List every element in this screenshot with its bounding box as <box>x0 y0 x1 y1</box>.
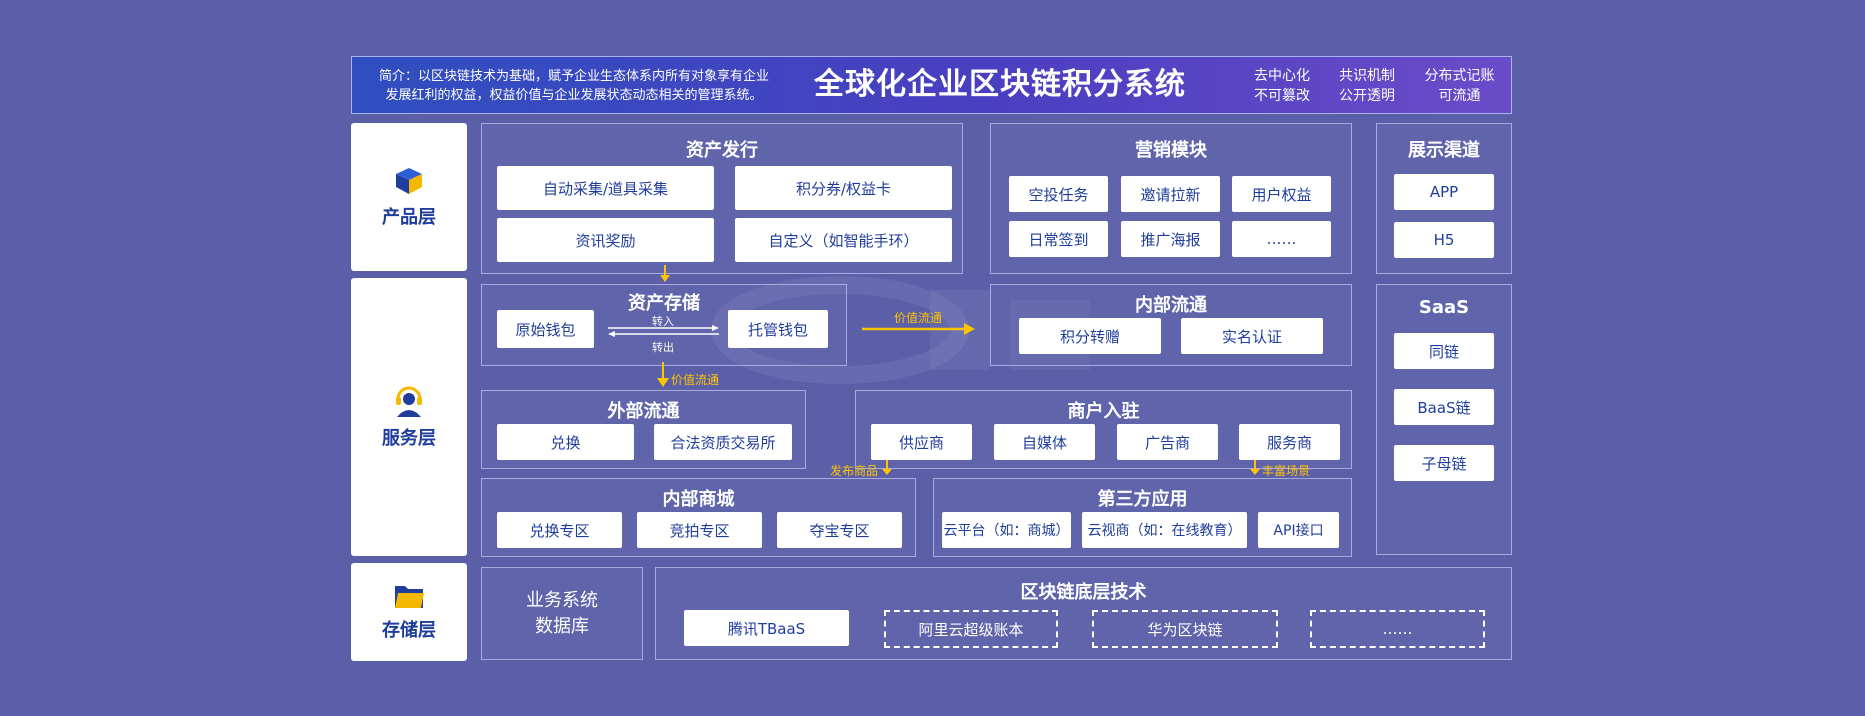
display-channels-panel: 展示渠道 APP H5 <box>1376 123 1512 274</box>
intro-line-1: 简介：以区块链技术为基础，赋予企业生态体系内所有对象享有企业 <box>378 69 769 84</box>
blockchain-base-panel: 区块链底层技术 腾讯TBaaS 阿里云超级账本 华为区块链 …… <box>655 567 1512 660</box>
storage-layer-label: 存储层 <box>382 620 436 641</box>
external-circulation-title: 外部流通 <box>607 401 680 422</box>
baas-chain-item: BaaS链 <box>1394 389 1494 425</box>
storage-layer: 存储层 <box>351 563 467 661</box>
feature-tag-decentralized: 去中心化 不可篡改 <box>1254 68 1310 104</box>
points-gift-item: 积分转赠 <box>1019 318 1161 354</box>
folder-icon <box>395 586 424 608</box>
transfer-out-label: 转出 <box>652 341 674 354</box>
supplier-item: 供应商 <box>871 424 972 460</box>
internal-mall-title: 内部商城 <box>662 489 735 510</box>
cloud-video-item: 云视商（如：在线教育） <box>1082 512 1247 548</box>
marketing-title: 营销模块 <box>1135 140 1207 161</box>
internal-circulation-title: 内部流通 <box>1135 295 1207 316</box>
merchant-panel: 商户入驻 供应商 自媒体 广告商 服务商 <box>855 390 1352 469</box>
external-circulation-panel: 外部流通 兑换 合法资质交易所 <box>481 390 806 469</box>
treasure-zone-item: 夺宝专区 <box>777 512 902 548</box>
real-name-auth-item: 实名认证 <box>1181 318 1323 354</box>
internal-circulation-panel: 内部流通 积分转赠 实名认证 <box>990 284 1352 366</box>
auto-collect-item: 自动采集/道具采集 <box>497 166 714 210</box>
huawei-blockchain-item: 华为区块链 <box>1092 610 1278 648</box>
original-wallet-item: 原始钱包 <box>497 310 594 348</box>
product-layer: 产品层 <box>351 123 467 271</box>
news-reward-item: 资讯奖励 <box>497 218 714 262</box>
intro-text: 简介：以区块链技术为基础，赋予企业生态体系内所有对象享有企业 发展红利的权益，权… <box>364 67 784 105</box>
user-rights-item: 用户权益 <box>1232 176 1331 212</box>
self-media-item: 自媒体 <box>994 424 1095 460</box>
daily-checkin-item: 日常签到 <box>1009 221 1108 257</box>
value-flow-label: 价值流通 <box>894 311 943 325</box>
product-layer-label: 产品层 <box>382 207 436 228</box>
promo-poster-item: 推广海报 <box>1121 221 1220 257</box>
asset-issue-title: 资产发行 <box>686 140 758 161</box>
blockchain-base-title: 区块链底层技术 <box>1020 582 1147 603</box>
advertiser-item: 广告商 <box>1117 424 1218 460</box>
page-title: 全球化企业区块链积分系统 <box>814 67 1186 102</box>
marketing-panel: 营销模块 空投任务 邀请拉新 用户权益 日常签到 推广海报 …… <box>990 123 1352 274</box>
more-marketing-item: …… <box>1232 221 1331 257</box>
publish-goods-label: 发布商品 <box>830 464 879 478</box>
custody-wallet-item: 托管钱包 <box>728 310 828 348</box>
header-banner: 简介：以区块链技术为基础，赋予企业生态体系内所有对象享有企业 发展红利的权益，权… <box>351 56 1512 114</box>
customer-service-icon <box>396 386 422 417</box>
asset-issue-panel: 资产发行 自动采集/道具采集 积分券/权益卡 资讯奖励 自定义（如智能手环） <box>481 123 963 274</box>
display-channels-title: 展示渠道 <box>1408 140 1480 161</box>
licensed-exchange-item: 合法资质交易所 <box>654 424 792 460</box>
enrich-scene-label: 丰富场景 <box>1262 464 1311 478</box>
exchange-item: 兑换 <box>497 424 634 460</box>
down-arrow-icon <box>657 362 669 387</box>
business-db-panel: 业务系统 数据库 <box>481 567 643 660</box>
asset-storage-title: 资产存储 <box>628 293 700 314</box>
aliyun-ledger-item: 阿里云超级账本 <box>884 610 1058 648</box>
custom-item: 自定义（如智能手环） <box>735 218 952 262</box>
saas-panel: SaaS 同链 BaaS链 子母链 <box>1376 284 1512 555</box>
exchange-zone-item: 兑换专区 <box>497 512 622 548</box>
business-db-line-2: 数据库 <box>535 615 589 637</box>
down-arrow-icon <box>1250 460 1260 475</box>
feature-tag-consensus: 共识机制 公开透明 <box>1339 68 1395 104</box>
right-arrow-icon <box>862 323 975 335</box>
tencent-tbaas-item: 腾讯TBaaS <box>684 610 849 646</box>
intro-line-2: 发展红利的权益，权益价值与企业发展状态动态相关的管理系统。 <box>385 88 763 103</box>
down-arrow-icon <box>660 265 670 282</box>
service-provider-item: 服务商 <box>1239 424 1340 460</box>
asset-storage-panel: 资产存储 原始钱包 托管钱包 转入 转出 <box>481 284 847 366</box>
app-channel-item: APP <box>1394 174 1494 210</box>
airdrop-task-item: 空投任务 <box>1009 176 1108 212</box>
value-flow-label-2: 价值流通 <box>671 373 720 387</box>
business-db-line-1: 业务系统 <box>526 589 598 611</box>
transfer-arrows-icon <box>608 325 719 337</box>
third-party-panel: 第三方应用 云平台（如：商城） 云视商（如：在线教育） API接口 <box>933 478 1352 557</box>
more-blockchain-item: …… <box>1310 610 1485 648</box>
parent-child-chain-item: 子母链 <box>1394 445 1494 481</box>
internal-mall-panel: 内部商城 兑换专区 竞拍专区 夺宝专区 <box>481 478 916 557</box>
cloud-platform-item: 云平台（如：商城） <box>942 512 1071 548</box>
invite-item: 邀请拉新 <box>1121 176 1220 212</box>
service-layer-label: 服务层 <box>382 428 436 449</box>
service-layer: 服务层 <box>351 278 467 556</box>
transfer-in-label: 转入 <box>652 315 674 328</box>
feature-tag-distributed: 分布式记账 可流通 <box>1424 68 1495 104</box>
h5-channel-item: H5 <box>1394 222 1494 258</box>
saas-title: SaaS <box>1418 297 1470 318</box>
down-arrow-icon <box>882 460 892 475</box>
api-item: API接口 <box>1258 512 1339 548</box>
auction-zone-item: 竞拍专区 <box>637 512 762 548</box>
cube-icon <box>396 168 422 194</box>
merchant-title: 商户入驻 <box>1067 401 1140 422</box>
same-chain-item: 同链 <box>1394 333 1494 369</box>
points-voucher-item: 积分券/权益卡 <box>735 166 952 210</box>
third-party-title: 第三方应用 <box>1097 489 1188 510</box>
